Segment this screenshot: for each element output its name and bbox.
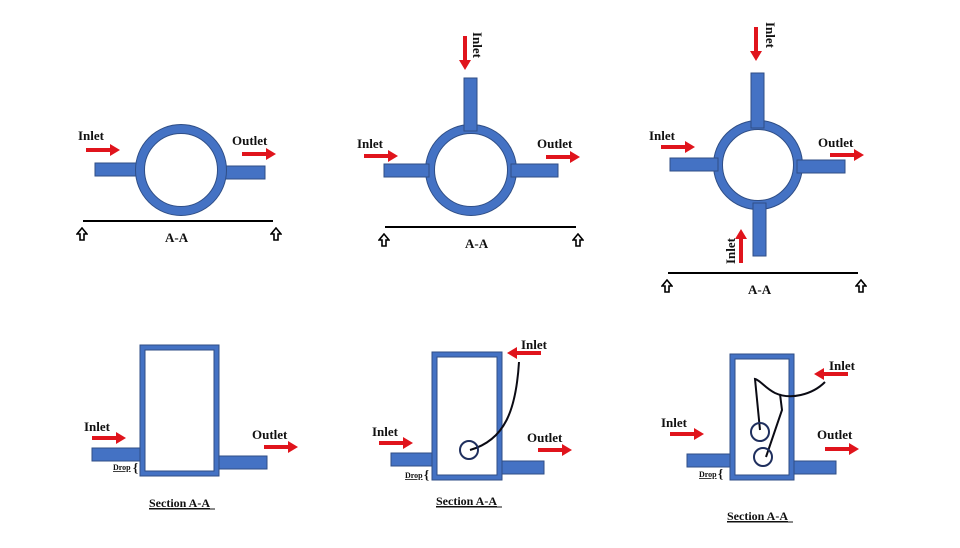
inlet-top-arrow-icon <box>750 27 762 61</box>
inlet-pipe-left <box>669 157 719 172</box>
outlet-arrow-icon <box>830 149 864 161</box>
outlet-arrow-icon <box>546 151 580 163</box>
section-marker-right-icon <box>270 227 282 241</box>
manhole-wall <box>140 345 219 476</box>
drop-label: Drop <box>699 470 717 479</box>
section-marker-right-icon <box>572 233 584 247</box>
outlet-pipe <box>796 159 846 174</box>
outlet-arrow-icon <box>242 148 276 160</box>
outlet-arrow-icon <box>825 443 859 455</box>
inlet-pipe-left <box>94 162 140 177</box>
inlet-pipe <box>686 453 733 468</box>
inlet-arrow-icon <box>364 150 398 162</box>
drop-label: Drop <box>405 471 423 480</box>
section-marker-left-icon <box>378 233 390 247</box>
drop-pipe-line-2 <box>765 393 784 458</box>
outlet-pipe <box>220 165 266 180</box>
outlet-pipe <box>214 455 268 470</box>
inlet-arrow-icon <box>86 144 120 156</box>
section-view-1: Inlet Outlet Drop { Section A-A <box>84 344 298 510</box>
outlet-pipe <box>790 460 837 475</box>
drop-outlet-circle-2 <box>753 447 773 467</box>
section-marker-right-icon <box>855 279 867 293</box>
inlet-pipe-bottom <box>752 202 767 257</box>
brace-icon: { <box>424 467 429 482</box>
section-label: A-A <box>465 236 489 251</box>
inlet-label: Inlet <box>649 128 676 143</box>
inlet-label: Inlet <box>661 415 688 430</box>
inlet-label: Inlet <box>78 128 105 143</box>
inlet-top-label: Inlet <box>521 337 548 352</box>
inlet-label: Inlet <box>372 424 399 439</box>
inlet-label: Inlet <box>84 419 111 434</box>
outlet-pipe <box>499 460 545 475</box>
inlet-pipe-top <box>750 72 765 129</box>
inlet-label: Inlet <box>357 136 384 151</box>
plan-view-1: Inlet Outlet A-A <box>76 124 282 245</box>
outlet-arrow-icon <box>538 444 572 456</box>
manhole-ring <box>713 120 803 210</box>
outlet-arrow-icon <box>264 441 298 453</box>
inlet-top-arrow-icon <box>459 36 471 70</box>
plan-view-3: Inlet Inlet Inlet Outlet A-A <box>649 22 867 297</box>
drop-outlet-circle-1 <box>750 422 770 442</box>
drop-pipe-line <box>469 361 520 451</box>
inlet-top-label: Inlet <box>470 32 485 59</box>
brace-icon: { <box>718 466 723 481</box>
outlet-label: Outlet <box>252 427 288 442</box>
inlet-top-label: Inlet <box>763 22 778 49</box>
outlet-label: Outlet <box>537 136 573 151</box>
section-view-3: Inlet Inlet Outlet Drop { Section A-A <box>661 353 859 523</box>
section-view-2: Inlet Inlet Outlet Drop { Section A-A <box>372 337 572 508</box>
outlet-label: Outlet <box>232 133 268 148</box>
manhole-wall <box>730 354 794 480</box>
section-caption: Section A-A <box>436 494 497 508</box>
inlet-bottom-label: Inlet <box>723 237 738 264</box>
outlet-label: Outlet <box>818 135 854 150</box>
drop-pipe-line-1 <box>753 377 826 431</box>
section-marker-left-icon <box>661 279 673 293</box>
inlet-top-label: Inlet <box>829 358 856 373</box>
section-label: A-A <box>165 230 189 245</box>
drop-outlet-circle <box>459 440 479 460</box>
drop-label: Drop <box>113 463 131 472</box>
section-marker-left-icon <box>76 227 88 241</box>
inlet-pipe <box>390 452 435 467</box>
manhole-wall <box>432 352 502 480</box>
section-label: A-A <box>748 282 772 297</box>
outlet-label: Outlet <box>817 427 853 442</box>
section-caption: Section A-A <box>727 509 788 523</box>
outlet-label: Outlet <box>527 430 563 445</box>
manhole-ring <box>135 124 227 216</box>
manhole-ring <box>425 124 517 216</box>
section-caption: Section A-A <box>149 496 210 510</box>
brace-icon: { <box>133 460 138 475</box>
plan-view-2: Inlet Inlet Outlet A-A <box>357 32 584 251</box>
